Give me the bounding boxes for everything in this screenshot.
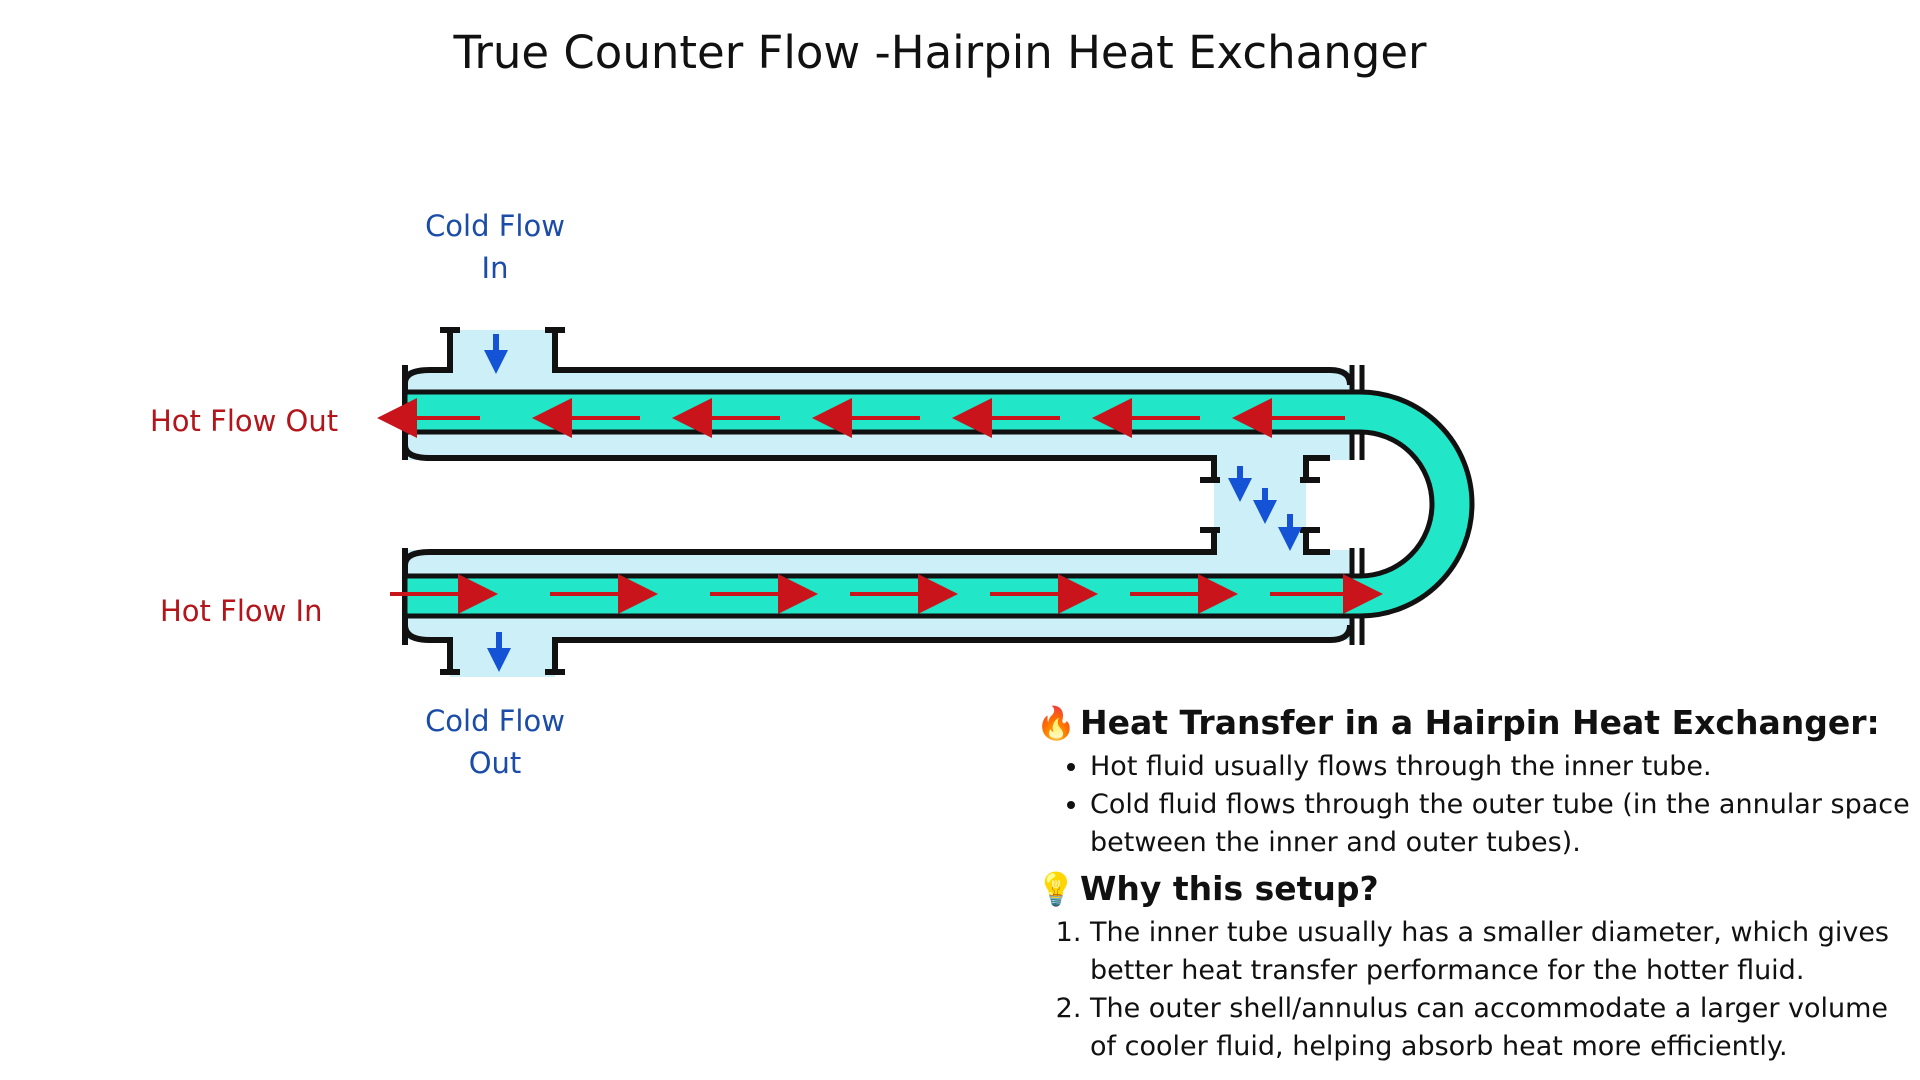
list-item: Cold fluid flows through the outer tube … [1090,786,1916,862]
inner-tube [402,389,1475,619]
cold-flow-out-label: Cold Flow Out [425,704,565,780]
heat-transfer-heading-text: Heat Transfer in a Hairpin Heat Exchange… [1080,703,1880,742]
why-setup-heading-text: Why this setup? [1080,869,1379,908]
list-item: The inner tube usually has a smaller dia… [1090,914,1916,990]
lightbulb-icon: 💡 [1036,870,1076,908]
cold-arrows [484,334,1302,672]
diagram-title: True Counter Flow -Hairpin Heat Exchange… [453,26,1427,79]
fire-icon: 🔥 [1036,704,1076,742]
heat-transfer-list: Hot fluid usually flows through the inne… [1036,748,1916,862]
hot-flow-in-label: Hot Flow In [160,594,323,628]
heat-transfer-heading: 🔥 Heat Transfer in a Hairpin Heat Exchan… [1036,700,1916,746]
why-setup-heading: 💡 Why this setup? [1036,866,1916,912]
cold-flow-in-label: Cold Flow In [425,209,565,285]
outer-shell [402,327,1365,677]
list-item: The outer shell/annulus can accommodate … [1090,990,1916,1066]
hot-fluid-path [402,389,1475,619]
cold-inlet-nozzle [450,330,555,372]
hot-flow-out-label: Hot Flow Out [150,404,339,438]
why-setup-list: The inner tube usually has a smaller dia… [1036,914,1916,1066]
list-item: Hot fluid usually flows through the inne… [1090,748,1916,786]
explanation-panel: 🔥 Heat Transfer in a Hairpin Heat Exchan… [1036,700,1916,1066]
